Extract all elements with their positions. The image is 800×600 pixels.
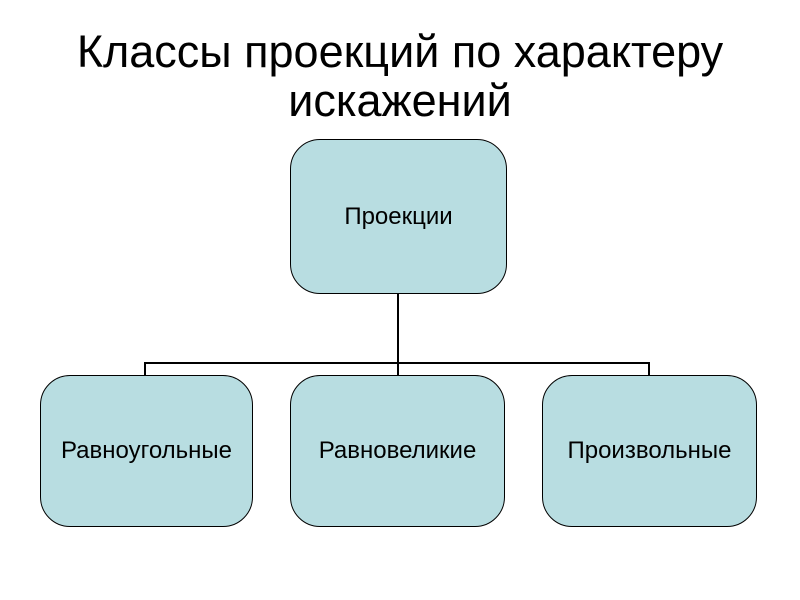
connector-horizontal-rail bbox=[144, 362, 650, 364]
connector-left-stub bbox=[144, 362, 146, 376]
diagram-node-conformal: Равноугольные bbox=[40, 375, 253, 527]
connector-root-vertical bbox=[397, 294, 399, 375]
diagram-node-conformal-label: Равноугольные bbox=[60, 437, 233, 464]
diagram-node-arbitrary-label: Произвольные bbox=[567, 437, 732, 464]
diagram-node-projections: Проекции bbox=[290, 139, 507, 294]
diagram-node-projections-label: Проекции bbox=[344, 202, 453, 230]
slide-title: Классы проекций по характеру искажений bbox=[0, 27, 800, 125]
diagram-node-equal-area-label: Равновеликие bbox=[318, 437, 477, 464]
connector-right-stub bbox=[648, 362, 650, 376]
diagram-node-equal-area: Равновеликие bbox=[290, 375, 505, 527]
diagram-node-arbitrary: Произвольные bbox=[542, 375, 757, 527]
slide-title-line-2: искажений bbox=[288, 75, 512, 126]
slide-title-line-1: Классы проекций по характеру bbox=[76, 26, 724, 77]
